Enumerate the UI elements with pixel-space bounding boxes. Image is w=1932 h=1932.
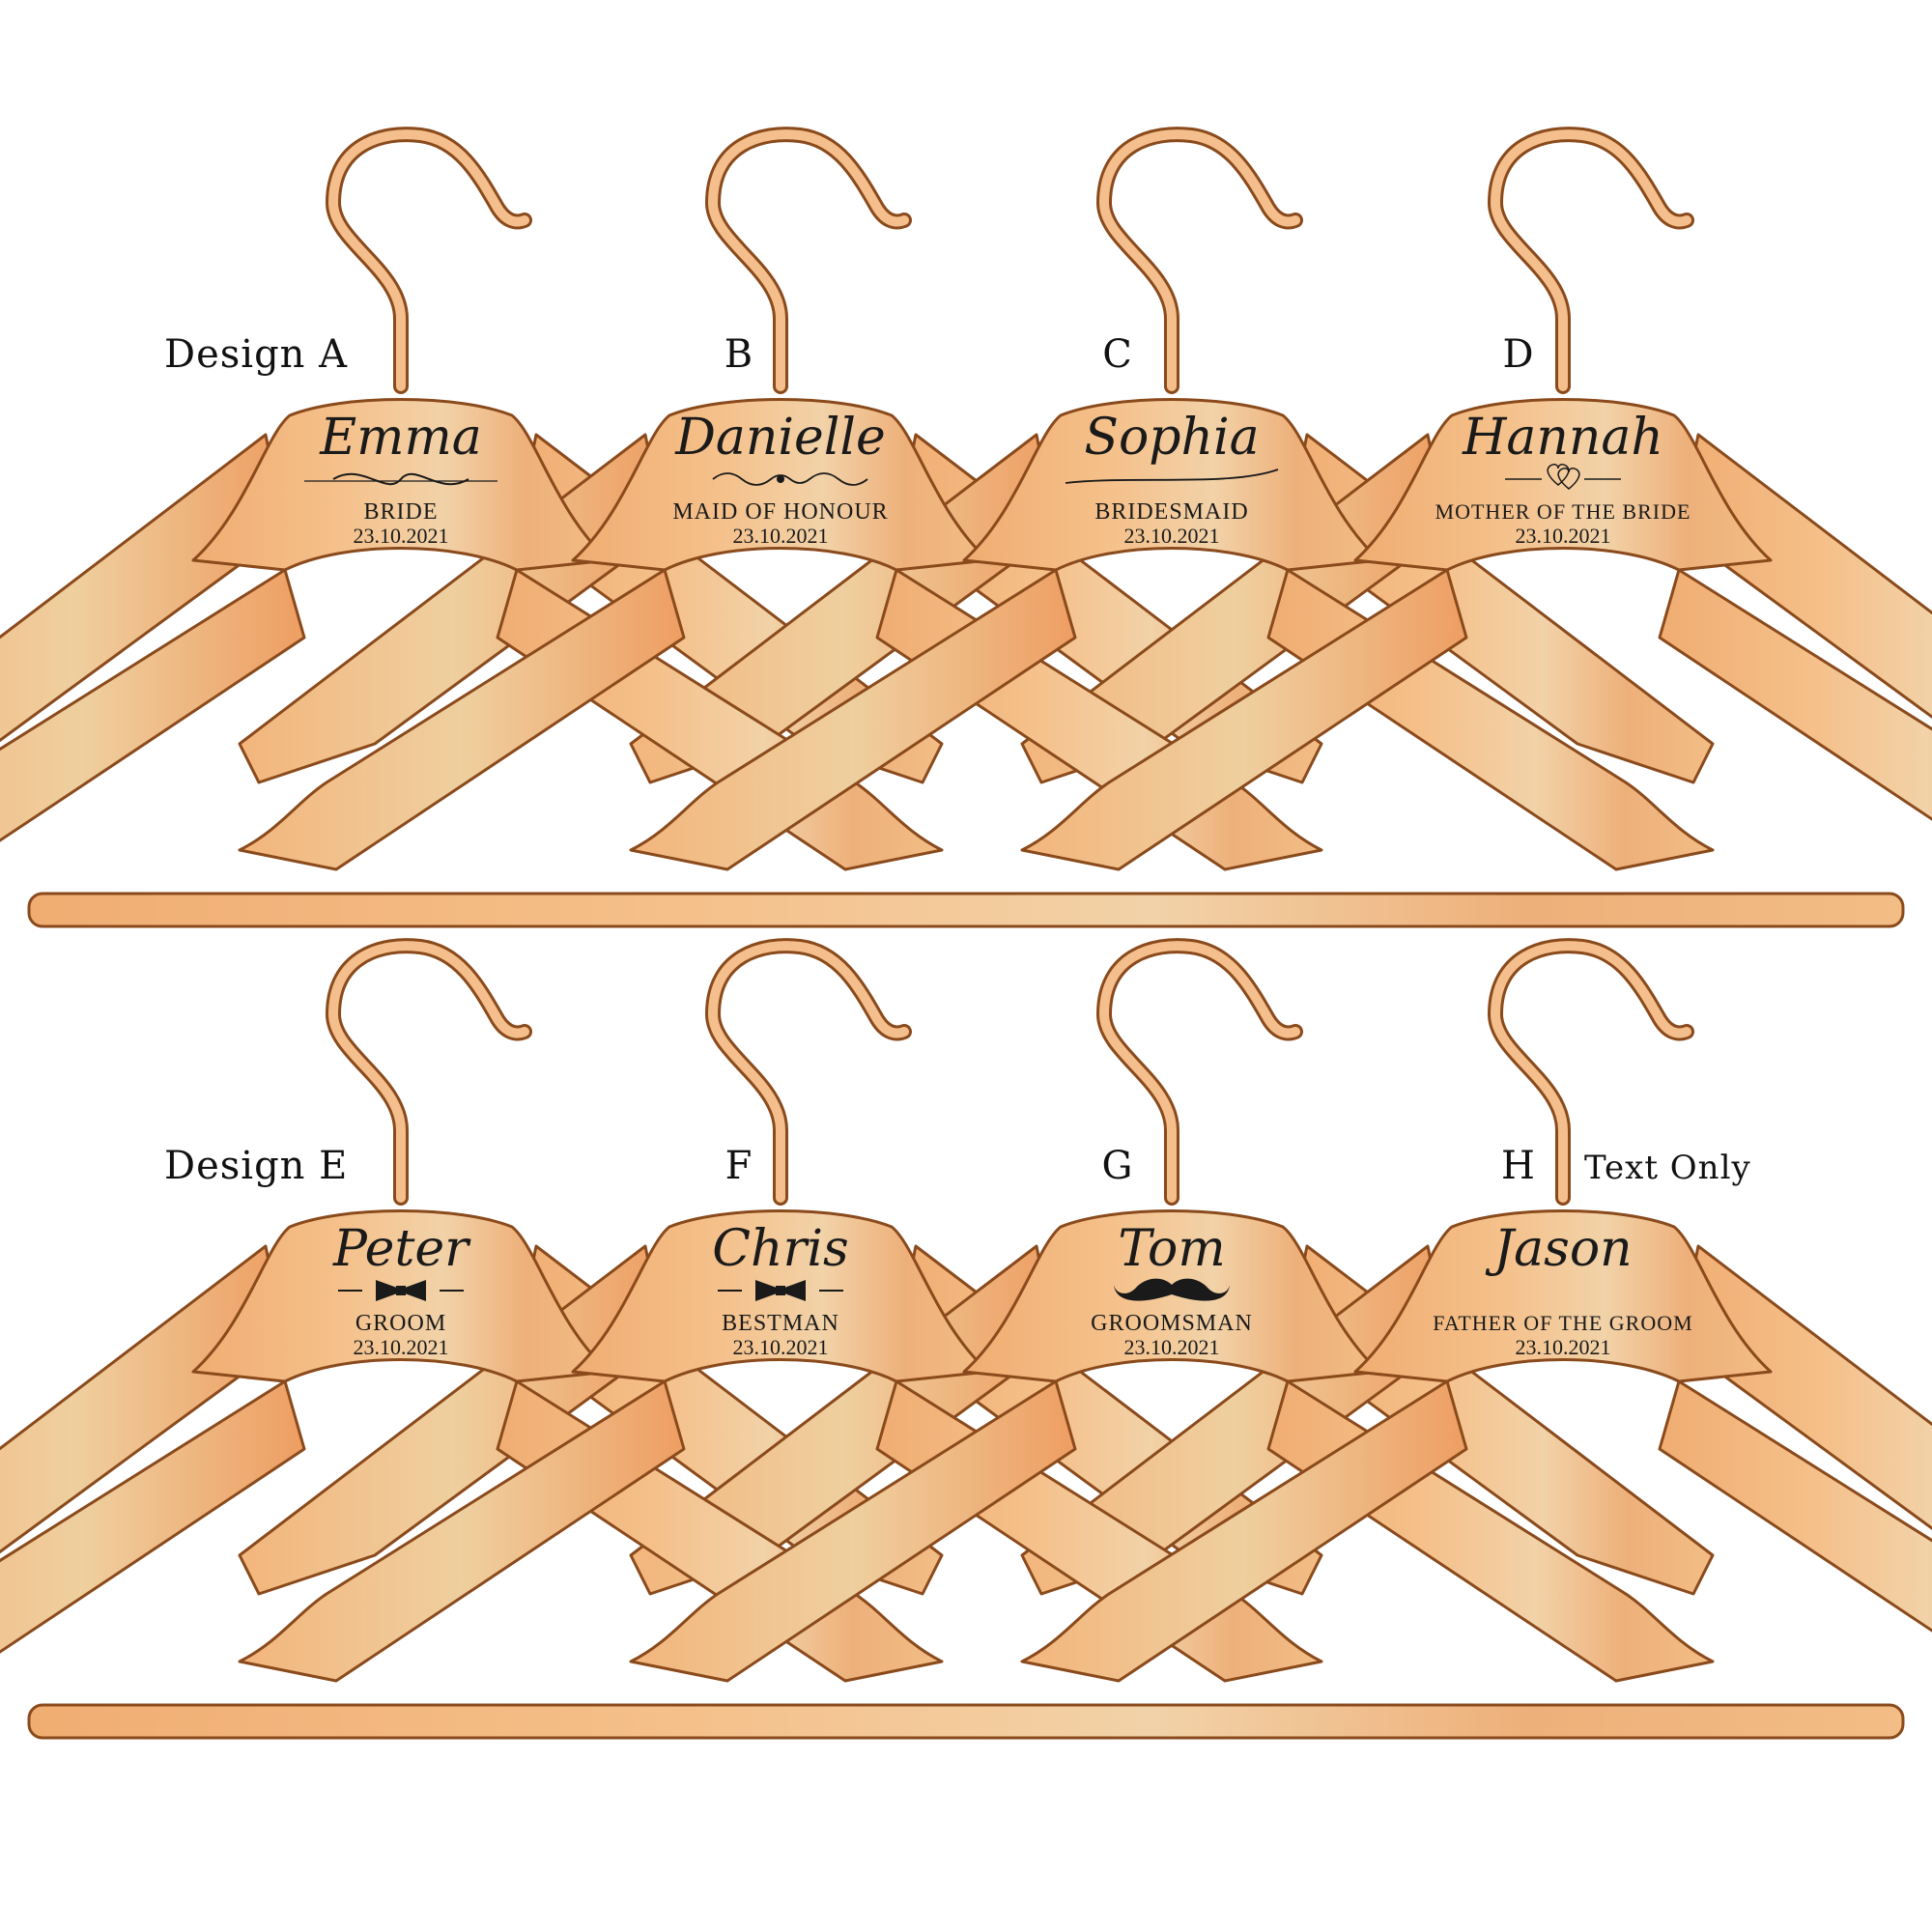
engraved-name: Tom [1118,1220,1225,1278]
engraved-name: Emma [319,409,482,467]
hanger-trouser-bar [27,892,1905,928]
engraved-role: GROOM [355,1311,446,1336]
hanger-hook [325,127,532,394]
engraved-name: Peter [332,1220,471,1278]
design-label: C [1102,332,1133,377]
hanger-row-2: Design EPeterGROOM23.10.2021FChrisBESTMA… [0,938,1932,1740]
design-label: Design E [164,1144,348,1188]
engraved-date: 23.10.2021 [354,524,449,548]
bow-tie-icon [718,1280,843,1301]
hanger-trouser-bar [27,1703,1905,1740]
hanger-hook [1095,938,1303,1206]
bow-tie-icon [338,1280,464,1301]
moustache-icon [1114,1278,1230,1301]
hanger-lower-arms [1020,568,1932,871]
design-label: H [1501,1144,1536,1188]
engraved-date: 23.10.2021 [1124,524,1220,548]
hanger-shoulder [1353,398,1773,572]
engraved-name: Danielle [674,409,886,467]
infinity-flourish-icon [304,472,497,486]
engraved-name: Chris [712,1220,848,1278]
hanger-shoulder [571,1209,990,1383]
hanger-hook [704,127,912,394]
hanger-shoulder [962,1209,1381,1383]
engraved-date: 23.10.2021 [354,1335,449,1359]
design-label: Design A [164,332,348,377]
engraved-name: Sophia [1084,409,1259,467]
hanger-shoulder [191,398,611,572]
engraved-role: MAID OF HONOUR [672,499,888,525]
hanger-shoulder [571,398,990,572]
engraved-role: MOTHER OF THE BRIDE [1435,499,1691,524]
engraved-role: BRIDESMAID [1094,499,1248,525]
engraved-name: Hannah [1462,409,1663,467]
engraved-date: 23.10.2021 [1124,1335,1220,1359]
hanger-hook [1487,127,1694,394]
engraved-role: BRIDE [364,499,439,525]
scroll-flourish-icon [712,472,868,486]
hanger-hook [1095,127,1303,394]
hanger-row-1: Design AEmmaBRIDE23.10.2021BDanielleMAID… [0,127,1932,928]
engraved-date: 23.10.2021 [1516,1335,1611,1359]
engraved-date: 23.10.2021 [1516,524,1611,548]
design-label: G [1102,1144,1134,1188]
engraved-role: BESTMAN [722,1311,839,1336]
hanger-shoulder [191,1209,611,1383]
engraved-date: 23.10.2021 [733,524,829,548]
engraved-role: GROOMSMAN [1091,1311,1253,1336]
engraved-date: 23.10.2021 [733,1335,829,1359]
design-label: D [1502,332,1534,377]
hanger-hook [704,938,912,1206]
swash-underline-icon [1065,469,1279,484]
hanger-shoulder [1353,1209,1773,1383]
engraved-name: Jason [1485,1220,1632,1278]
hanger-shoulder [962,398,1381,572]
design-label: F [725,1144,753,1188]
hanger-hook [325,938,532,1206]
engraved-role: FATHER OF THE GROOM [1433,1311,1692,1335]
double-heart-icon [1505,464,1621,490]
hanger-hook [1487,938,1694,1206]
text-only-label: Text Only [1584,1149,1751,1187]
design-label: B [724,332,753,377]
hanger-lower-arms [1020,1379,1932,1683]
